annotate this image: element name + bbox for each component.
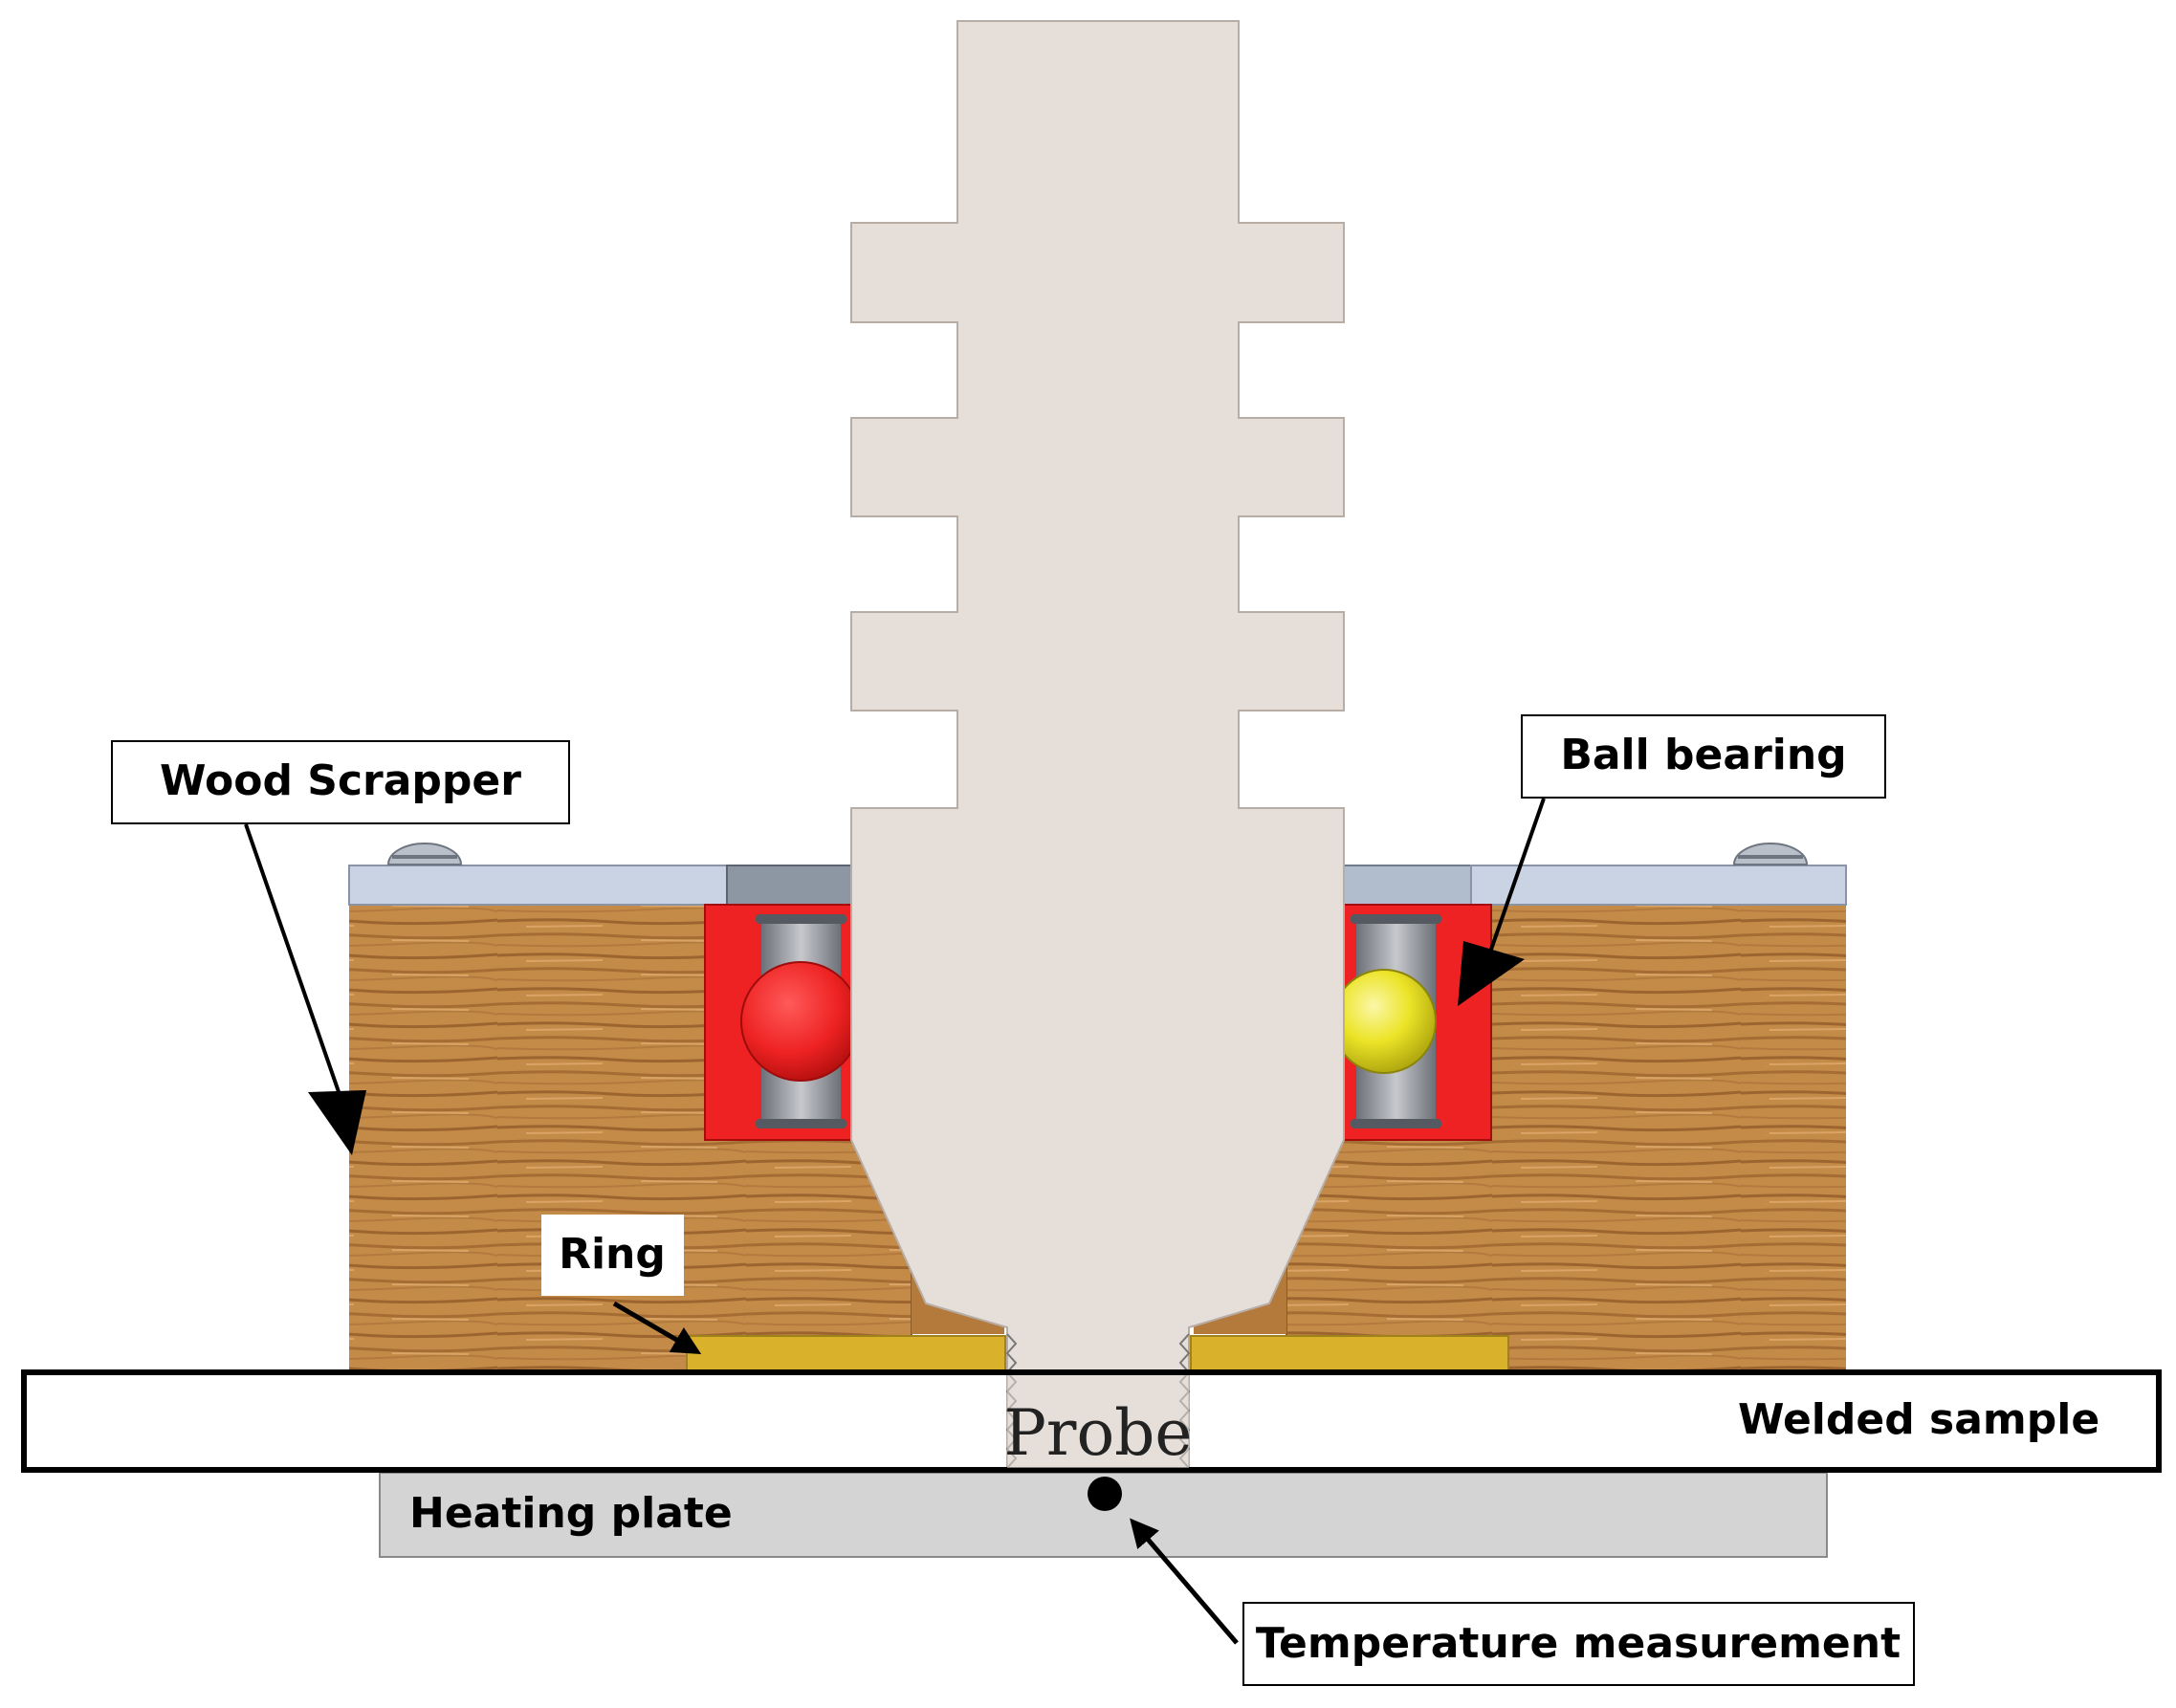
temperature-measurement-callout	[1242, 1602, 1915, 1686]
bearing-cap-right	[1343, 865, 1472, 906]
temperature-arrow	[1130, 1518, 1239, 1645]
wood-scrapper-arrow	[244, 823, 354, 1131]
screw-icon	[1732, 843, 1809, 865]
ring-callout	[541, 1215, 684, 1296]
bearing-ball-left	[740, 961, 861, 1082]
bearing-ball-right	[1331, 969, 1437, 1074]
ball-bearing-callout	[1521, 714, 1886, 799]
bearing-cap-left	[726, 865, 854, 906]
welded-sample	[21, 1369, 2162, 1473]
welding-tool	[850, 20, 1345, 1469]
ring-right	[1190, 1335, 1509, 1373]
ring-arrow	[612, 1301, 702, 1355]
cover-plate-left	[348, 865, 728, 906]
probe-label: Probe	[1003, 1396, 1192, 1470]
heating-plate-label: Heating plate	[409, 1489, 733, 1538]
arrowhead-icon	[1458, 941, 1525, 1006]
wood-scrapper-label: Wood Scrapper	[160, 756, 521, 805]
ring-left	[686, 1335, 1006, 1373]
probe-region	[1007, 1375, 1189, 1468]
screw-icon	[386, 843, 463, 865]
welded-sample-label: Welded sample	[1738, 1395, 2099, 1444]
ball-bearing-label: Ball bearing	[1560, 731, 1846, 779]
temperature-measurement-label: Temperature measurement	[1256, 1619, 1901, 1668]
arrowhead-icon	[308, 1090, 366, 1155]
cover-plate-right	[1470, 865, 1847, 906]
wood-scrapper-callout	[111, 740, 570, 824]
ring-label: Ring	[559, 1230, 666, 1279]
temperature-sensor-dot	[1088, 1477, 1122, 1511]
